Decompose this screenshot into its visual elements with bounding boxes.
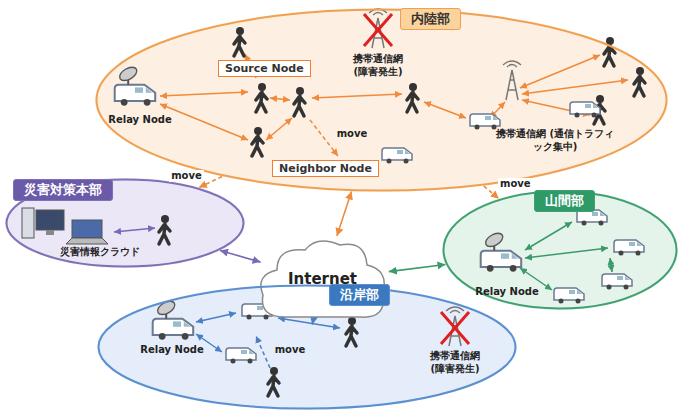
region-ellipse	[97, 10, 667, 191]
region-grounds	[5, 8, 678, 410]
inland-links	[160, 54, 628, 140]
internet-cloud: Internet	[255, 235, 390, 325]
text-label: 携帯通信網 (通信トラフィック集中)	[493, 128, 617, 153]
coast-links	[196, 313, 340, 352]
connector	[220, 250, 260, 262]
region-outline	[95, 8, 668, 192]
text-label: move	[272, 344, 308, 357]
coast-move-dash	[256, 336, 270, 368]
node-label: Source Node	[219, 61, 310, 76]
computers	[22, 208, 108, 244]
node-box: Source Node	[218, 60, 311, 77]
edge-label: move	[169, 170, 204, 183]
text-label: move	[334, 128, 370, 141]
text-label: Relay Node	[135, 344, 209, 357]
vans	[115, 64, 644, 363]
text-label: 携帯通信網 (障害発生)	[345, 53, 411, 78]
mountain-links	[520, 222, 612, 290]
move-dashes	[310, 120, 338, 156]
region-ellipse	[7, 180, 244, 267]
text-label: Relay Node	[103, 114, 177, 127]
connector	[484, 186, 499, 199]
edge-label: move	[498, 178, 533, 191]
connector	[389, 264, 446, 271]
connector	[337, 191, 352, 236]
region-title: 山間部	[534, 190, 595, 212]
text-label: 災害情報クラウド	[52, 246, 148, 259]
region-title: 沿岸部	[329, 284, 390, 306]
node-box: Neighbor Node	[272, 160, 379, 177]
region: 内陸部 Source NodeNeighbor Node	[95, 8, 668, 192]
node-label: Neighbor Node	[273, 161, 378, 176]
text-label: 携帯通信網 (障害発生)	[422, 350, 488, 375]
region-title: 内陸部	[400, 8, 461, 30]
region-ellipse	[99, 286, 516, 409]
hq-links	[114, 228, 155, 232]
region-title: 災害対策本部	[13, 179, 113, 201]
text-label: Relay Node	[470, 286, 544, 299]
people	[159, 27, 645, 396]
